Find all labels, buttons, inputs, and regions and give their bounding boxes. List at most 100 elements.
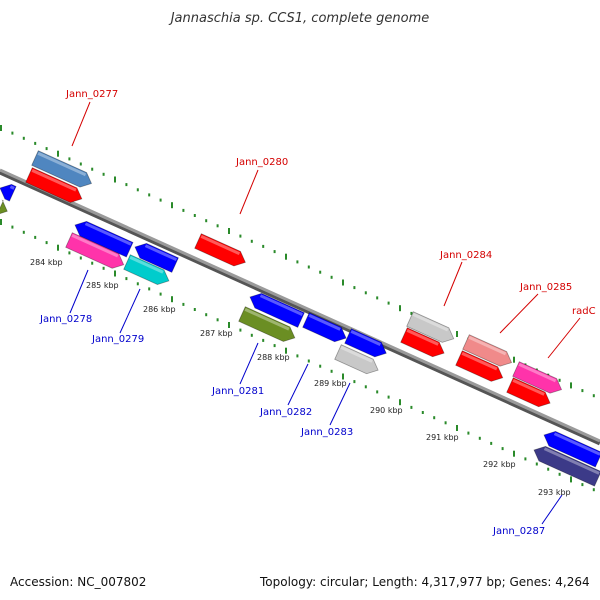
gene-left-edge-blue[interactable] [0,181,17,202]
gene-jann-0278-upper[interactable] [72,218,134,258]
guide-dot [159,292,162,296]
leader-jann-0285 [499,293,539,334]
guide-dot [125,277,128,281]
guide-dot [296,260,299,264]
guide-dot [216,224,219,228]
guide-dot [91,167,94,171]
gene-jann-0282-highlight [308,314,341,331]
gene-jann-0279[interactable] [123,254,173,289]
guide-dot [353,380,356,384]
guide-dot [376,296,379,300]
genome-backbone [0,168,600,443]
guide-dot [547,467,550,471]
gene-label-jann-0277[interactable]: Jann_0277 [65,89,118,100]
gene-left-edge-olive[interactable] [0,199,11,218]
gene-label-jann-0279[interactable]: Jann_0279 [91,334,144,345]
gene-jann-0282-right[interactable] [344,328,390,361]
gene-jann-0287-shape [533,445,600,487]
guide-dot [148,287,151,291]
guide-dot [148,193,151,197]
guide-dot [193,214,196,217]
guide-dot [399,399,401,406]
gene-jann-0283[interactable] [334,344,382,378]
guide-dot [114,270,116,277]
gene-label-radc[interactable]: radC [572,306,596,317]
gene-jann-0279-upper[interactable] [132,240,179,273]
guide-dot [353,286,356,290]
guide-dot [216,318,219,322]
guide-dot [342,279,344,286]
guide-dot [296,354,299,358]
leader-jann-0282 [287,363,309,406]
gene-jann-0284-highlight [406,329,439,346]
gene-left-edge-blue-highlight [9,185,15,190]
guide-dot [592,394,595,398]
gene-jann-0281[interactable] [238,306,298,345]
guide-dot [57,244,59,251]
gene-label-jann-0280[interactable]: Jann_0280 [235,157,288,168]
gene-jann-0284-upper[interactable] [406,311,457,346]
guide-dot [501,447,504,451]
gene-jann-0285[interactable] [455,350,506,385]
guide-dot [592,488,595,492]
guide-dot [228,228,230,234]
gene-label-jann-0278[interactable]: Jann_0278 [39,314,92,325]
gene-jann-0287-upper-highlight [553,432,600,456]
gene-radc[interactable] [512,361,565,397]
gene-jann-0284[interactable] [400,327,448,361]
guide-dot [57,150,59,157]
guide-dot [22,230,25,234]
leader-jann-0281 [239,342,259,385]
guide-dot [387,301,390,305]
leader-jann-0284 [443,261,463,307]
guide-dot [250,239,253,243]
gene-jann-0278-shape [65,232,125,269]
gene-jann-0285-upper-highlight [468,336,507,356]
guide-dot [159,198,162,202]
guide-dot [205,313,208,317]
guide-dot [558,472,561,476]
guide-dot [22,136,25,140]
gene-radc-highlight [518,363,557,383]
gene-radc-lower[interactable] [506,377,554,411]
gene-jann-0287-upper-shape [543,430,600,468]
gene-jann-0278[interactable] [65,232,127,272]
leader-jann-0280 [239,169,259,215]
gene-label-jann-0284[interactable]: Jann_0284 [439,250,492,261]
leader-jann-0283 [329,382,351,426]
guide-dot [364,385,367,389]
gene-jann-0283-shape [334,344,379,375]
guide-dot [330,275,333,279]
gene-jann-0280[interactable] [194,233,249,270]
guide-dot [433,416,436,420]
gene-label-jann-0287[interactable]: Jann_0287 [492,526,545,537]
guide-dot [250,333,253,337]
leader-jann-0278 [69,269,89,314]
guide-dot [0,219,2,225]
gene-jann-0277-highlight [31,169,77,192]
gene-jann-0287[interactable] [531,443,600,487]
scale-label: 290 kbp [370,406,403,415]
guide-dot [478,436,481,440]
gene-jann-0285-upper-shape [462,334,513,367]
guide-dot [273,250,276,254]
gene-label-jann-0281[interactable]: Jann_0281 [211,386,264,397]
gene-jann-0285-upper[interactable] [462,334,515,370]
gene-label-jann-0283[interactable]: Jann_0283 [300,427,353,438]
gene-jann-0281-upper[interactable] [247,290,305,328]
guide-dot [319,270,322,274]
guide-dot [182,302,185,306]
gene-jann-0282[interactable] [302,312,350,346]
gene-jann-0277[interactable] [25,167,85,206]
gene-jann-0284-upper-highlight [412,313,449,332]
gene-label-jann-0282[interactable]: Jann_0282 [259,407,312,418]
gene-jann-0287-upper[interactable] [541,428,600,468]
gene-jann-0277-upper[interactable] [31,150,95,191]
gene-jann-0283-highlight [340,346,373,363]
guide-dot [239,328,242,332]
guide-dot [193,308,196,311]
gene-radc-shape [512,361,563,394]
gene-label-jann-0285[interactable]: Jann_0285 [519,282,572,293]
guide-dot [171,296,173,303]
